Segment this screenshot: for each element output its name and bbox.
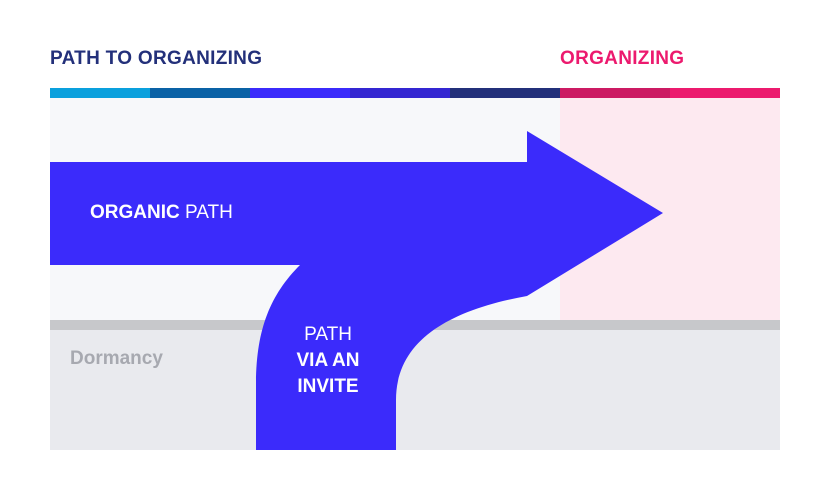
bar-segment-4 [350,88,450,98]
invite-line-2: VIA AN [296,350,360,371]
bar-segment-6 [560,88,670,98]
dormancy-label: Dormancy [70,348,163,369]
bar-segment-2 [150,88,250,98]
invite-line-3: INVITE [297,376,359,397]
organic-regular: PATH [179,202,233,223]
bar-segment-7 [670,88,780,98]
organic-path-label: ORGANIC PATH [90,200,233,226]
invite-path-label: PATH VIA AN INVITE [270,322,386,400]
bar-segment-3 [250,88,350,98]
invite-line-1: PATH [304,324,352,345]
dormancy-zone [50,330,780,450]
organic-bold: ORGANIC [90,202,180,223]
bar-segment-5 [450,88,560,98]
path-to-organizing-title: PATH TO ORGANIZING [50,48,263,69]
invite-path-arrow [256,265,527,450]
bar-segment-1 [50,88,150,98]
organizing-title: ORGANIZING [560,48,685,69]
organic-path-arrow [50,131,663,296]
